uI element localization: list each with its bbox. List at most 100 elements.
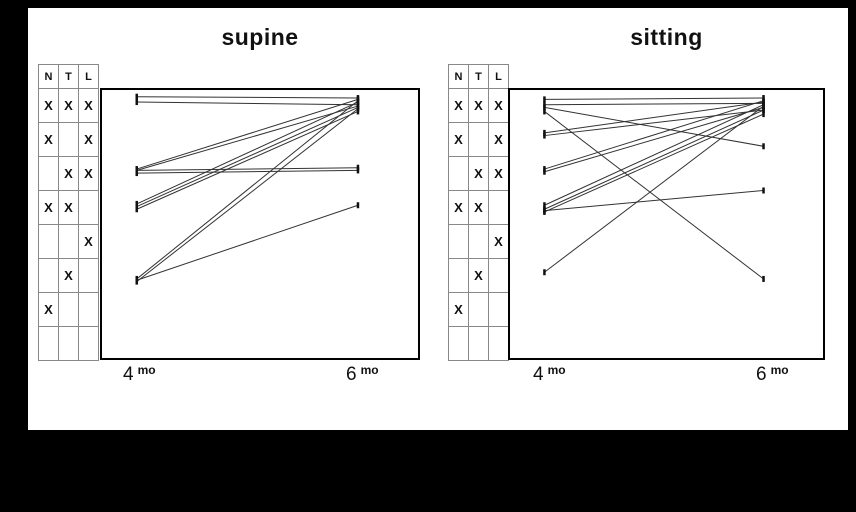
slope-line — [544, 97, 764, 100]
mark-cell-empty — [448, 326, 469, 361]
mark-cell-empty — [468, 292, 489, 327]
data-point-marker — [356, 97, 360, 104]
column-header-n: N — [448, 64, 469, 89]
mark-cell-empty — [58, 122, 79, 157]
data-point-marker — [543, 168, 546, 175]
mark-cell-x: X — [488, 88, 509, 123]
slope-line — [136, 108, 359, 283]
data-point-marker — [762, 103, 765, 110]
data-point-marker — [543, 202, 546, 209]
mark-cell-empty — [488, 190, 509, 225]
column-header-n: N — [38, 64, 59, 89]
data-point-marker — [543, 104, 546, 111]
mark-cell-x: X — [488, 122, 509, 157]
mark-cell-x: X — [58, 156, 79, 191]
mark-cell-empty — [38, 224, 59, 259]
slope-line — [136, 106, 359, 208]
x-tick-number: 6 — [756, 364, 767, 385]
slope-line — [136, 169, 358, 174]
data-point-marker — [356, 105, 360, 112]
mark-cell-empty — [468, 326, 489, 361]
mark-cell-x: X — [448, 190, 469, 225]
panel-title-sitting: sitting — [630, 24, 703, 50]
mark-cell-empty — [38, 258, 59, 293]
data-point-marker — [543, 96, 546, 103]
mark-cell-x: X — [78, 156, 99, 191]
mark-cell-x: X — [488, 156, 509, 191]
mark-cell-x: X — [78, 122, 99, 157]
mark-cell-empty — [58, 326, 79, 361]
mark-cell-x: X — [448, 292, 469, 327]
slope-line — [544, 102, 764, 106]
mark-cell-empty — [78, 258, 99, 293]
slope-line — [136, 100, 359, 280]
mark-cell-x: X — [468, 156, 489, 191]
slope-line — [544, 105, 764, 273]
mark-cell-x: X — [38, 292, 59, 327]
mark-cell-x: X — [468, 258, 489, 293]
slope-chart-supine — [135, 93, 360, 285]
slope-line — [544, 101, 764, 134]
slope-line — [136, 101, 358, 106]
mark-cell-empty — [488, 326, 509, 361]
x-tick-number: 4 — [533, 364, 544, 385]
data-point-marker — [762, 143, 765, 150]
slope-line — [544, 104, 764, 206]
mark-cell-empty — [38, 326, 59, 361]
data-point-marker — [762, 275, 765, 282]
slope-chart-sitting — [543, 95, 765, 282]
x-tick-unit: mo — [137, 363, 156, 377]
slope-line — [136, 105, 359, 171]
mark-cell-x: X — [78, 88, 99, 123]
column-header-l: L — [78, 64, 99, 89]
data-point-marker — [762, 107, 765, 114]
plot-area-supine — [100, 88, 420, 360]
mark-cell-x: X — [58, 258, 79, 293]
data-point-marker — [135, 170, 139, 177]
slope-line — [136, 101, 359, 205]
mark-cell-x: X — [38, 122, 59, 157]
marks-table-row: X — [448, 292, 509, 327]
slope-line — [544, 190, 764, 212]
column-header-t: T — [58, 64, 79, 89]
data-point-marker — [356, 202, 360, 209]
x-tick-number: 4 — [123, 364, 134, 385]
data-point-marker — [543, 132, 546, 139]
mark-cell-empty — [488, 258, 509, 293]
mark-cell-x: X — [468, 190, 489, 225]
data-point-marker — [543, 269, 546, 276]
mark-cell-x: X — [448, 122, 469, 157]
slope-line — [544, 109, 764, 137]
slope-line — [544, 106, 764, 147]
slope-line — [136, 204, 359, 281]
marks-table-row: X — [448, 258, 509, 293]
data-point-marker — [135, 206, 139, 213]
mark-cell-empty — [78, 292, 99, 327]
slope-line — [136, 110, 359, 210]
slope-line — [544, 111, 764, 280]
slope-line — [544, 109, 764, 210]
data-point-marker — [543, 108, 546, 115]
marks-table-row — [448, 326, 509, 361]
marks-table-row: X — [448, 224, 509, 259]
slope-line — [544, 100, 764, 170]
mark-cell-empty — [38, 156, 59, 191]
mark-cell-empty — [78, 326, 99, 361]
mark-cell-x: X — [468, 88, 489, 123]
slope-line — [544, 113, 764, 213]
panel-title-supine: supine — [221, 24, 299, 50]
mark-cell-empty — [58, 224, 79, 259]
